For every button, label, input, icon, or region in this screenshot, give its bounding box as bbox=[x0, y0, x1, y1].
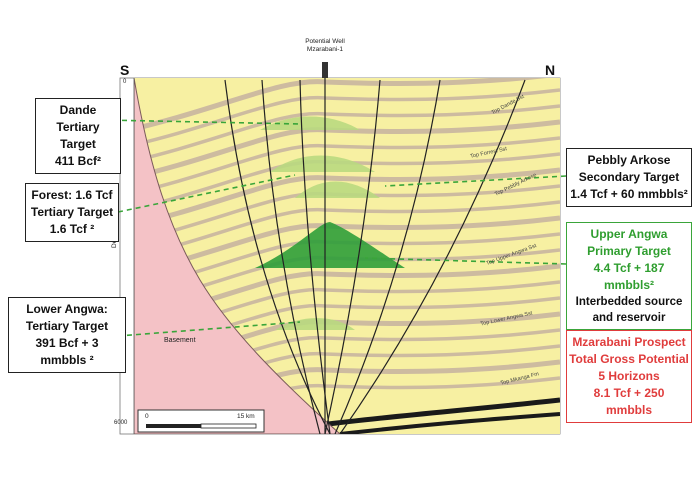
leader-lines bbox=[103, 119, 567, 337]
basal-bed-1 bbox=[319, 397, 560, 428]
pebbly-box-volume: 1.4 Tcf + 60 mmbbls² bbox=[570, 187, 688, 201]
forest-target-box: Forest: 1.6 Tcf Tertiary Target 1.6 Tcf … bbox=[25, 183, 119, 242]
pebbly-arkose-target-box: Pebbly Arkose Secondary Target 1.4 Tcf +… bbox=[566, 148, 692, 207]
forest-box-volume: 1.6 Tcf ² bbox=[49, 222, 95, 236]
lower-angwa-box-title: Lower Angwa: bbox=[26, 302, 108, 316]
dande-box-type: Tertiary Target bbox=[56, 120, 100, 151]
lower-angwa-box-volume: 391 Bcf + 3 mmbbls ² bbox=[35, 336, 99, 367]
forest-box-type: Tertiary Target bbox=[30, 205, 114, 219]
upper-angwa-primary-zone bbox=[255, 222, 405, 268]
fault-lines bbox=[224, 79, 526, 434]
dande-box-title: Dande bbox=[59, 103, 97, 117]
prospect-box-volume: 8.1 Tcf + 250 mmbbls bbox=[593, 386, 665, 417]
well-label-line2: Mzarabani-1 bbox=[306, 46, 344, 53]
scale-start-label: 0 bbox=[145, 413, 149, 420]
scale-bar bbox=[137, 409, 265, 433]
prospect-box-subtitle: Total Gross Potential bbox=[569, 352, 689, 366]
pebbly-box-type: Secondary Target bbox=[578, 170, 680, 184]
upper-angwa-box-note-1: Interbedded source bbox=[575, 296, 683, 308]
depth-top-label: 0 bbox=[123, 79, 127, 85]
dande-target-box: Dande Tertiary Target 411 Bcf² bbox=[35, 98, 121, 174]
basement-label: Basement bbox=[164, 337, 196, 344]
compass-north: N bbox=[545, 62, 555, 78]
well-icon bbox=[322, 62, 328, 434]
pebbly-box-title: Pebbly Arkose bbox=[587, 153, 671, 167]
upper-angwa-target-box: Upper Angwa Primary Target 4.4 Tcf + 187… bbox=[566, 222, 692, 330]
upper-angwa-box-volume: 4.4 Tcf + 187 mmbbls² bbox=[593, 261, 665, 292]
dande-box-volume: 411 Bcf² bbox=[54, 154, 102, 168]
forest-target-zone bbox=[270, 155, 375, 172]
depth-bottom-label: 6000 bbox=[114, 420, 128, 426]
upper-angwa-box-type: Primary Target bbox=[587, 244, 671, 258]
well-label: Potential Well Mzarabani-1 bbox=[300, 38, 350, 54]
well-label-line1: Potential Well bbox=[305, 38, 345, 45]
prospect-box-title: Mzarabani Prospect bbox=[572, 335, 686, 349]
mzarabani-prospect-box: Mzarabani Prospect Total Gross Potential… bbox=[566, 330, 692, 423]
prospect-box-horizons: 5 Horizons bbox=[598, 369, 660, 383]
pebbly-target-zone bbox=[295, 181, 380, 198]
dande-target-zone bbox=[260, 116, 360, 130]
lower-angwa-box-type: Tertiary Target bbox=[25, 319, 109, 333]
basement-wedge bbox=[134, 78, 341, 434]
compass-south: S bbox=[120, 62, 129, 78]
lower-angwa-target-box: Lower Angwa: Tertiary Target 391 Bcf + 3… bbox=[8, 297, 126, 373]
scale-end-label: 15 km bbox=[237, 413, 255, 420]
forest-box-title: Forest: 1.6 Tcf bbox=[31, 188, 113, 202]
upper-angwa-box-title: Upper Angwa bbox=[590, 227, 668, 241]
basal-bed-2 bbox=[339, 412, 560, 434]
upper-angwa-box-note-2: and reservoir bbox=[592, 312, 666, 324]
